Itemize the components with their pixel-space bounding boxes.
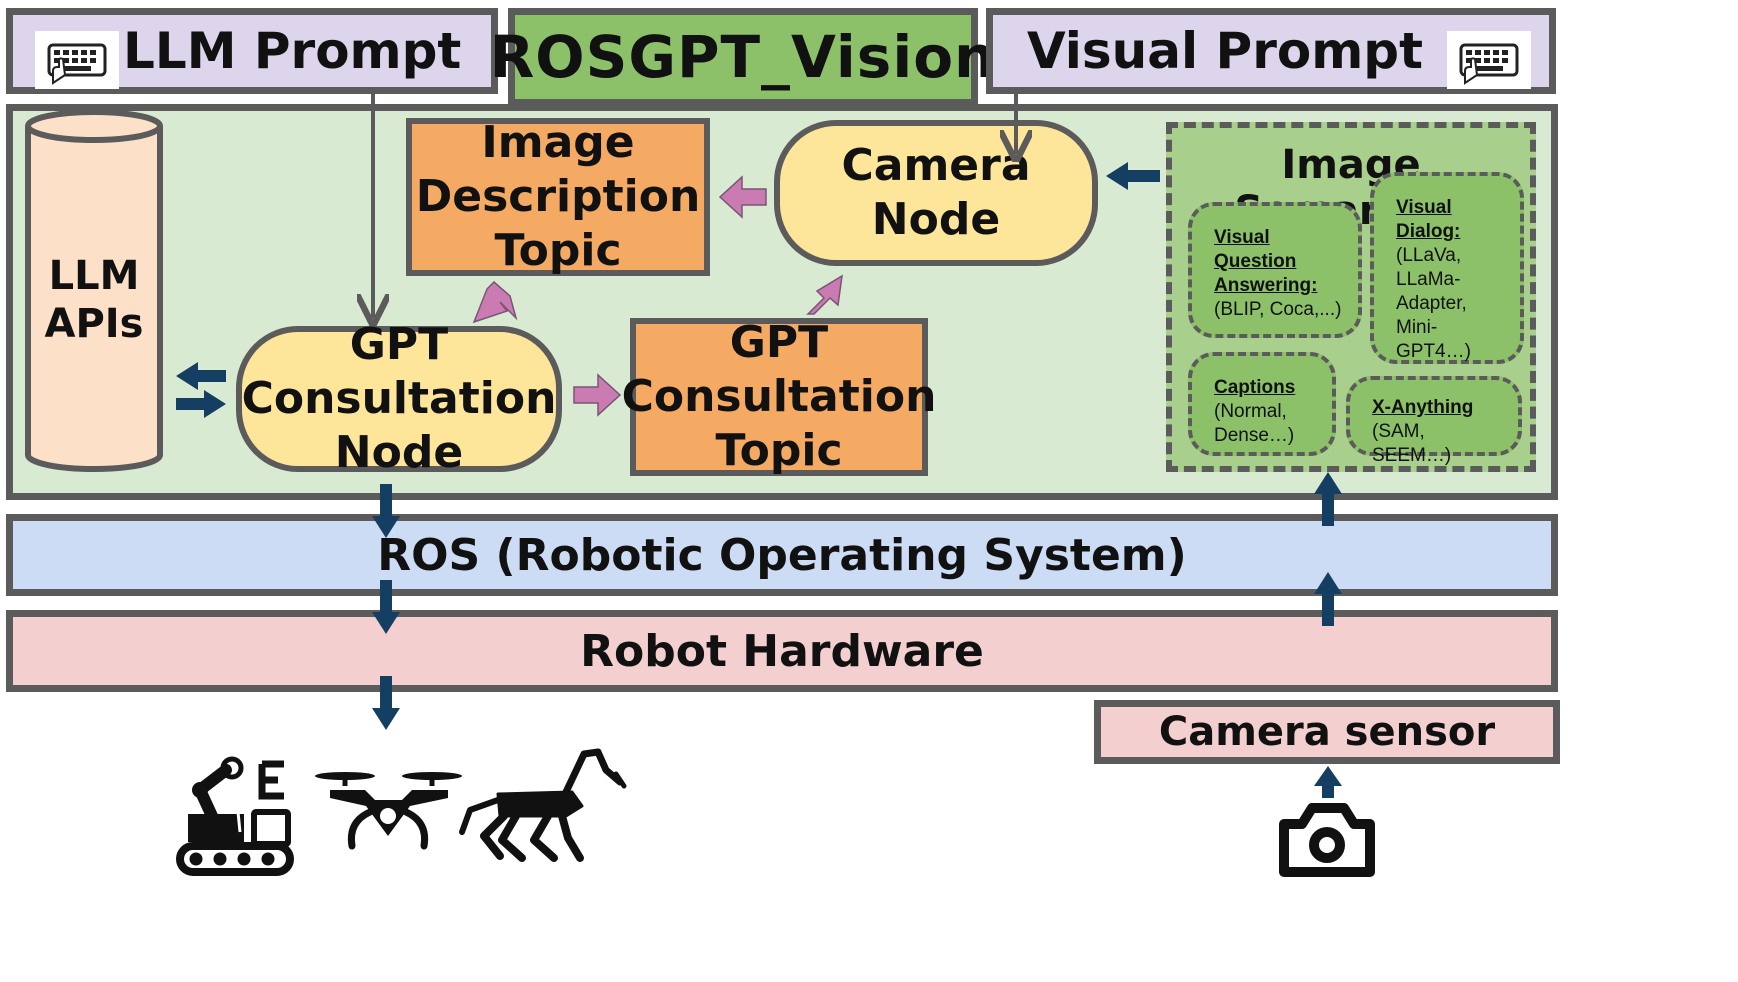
ros-layer-label: ROS (Robotic Operating System)	[377, 529, 1187, 581]
gct-line3: Topic	[715, 425, 843, 476]
gct-line2: Consultation	[621, 371, 937, 422]
hardware-to-ros-arrow	[1314, 572, 1342, 626]
camera-sensor-box: Camera sensor	[1094, 700, 1560, 764]
robot-dog-icon	[459, 748, 627, 862]
camera-sensor-label: Camera sensor	[1158, 709, 1496, 755]
vqa-box: Visual Question Answering: (BLIP, Coca,.…	[1188, 202, 1362, 338]
dialog-t2: LLaMa-	[1396, 269, 1461, 290]
llm-prompt-box: LLM Prompt	[6, 8, 498, 94]
camera-node-line1: Camera	[841, 140, 1031, 191]
keyboard-icon	[35, 31, 119, 89]
x-anything-box: X-Anything (SAM, SEEM…)	[1346, 376, 1522, 466]
ros-layer: ROS (Robotic Operating System)	[6, 514, 1558, 596]
semantics-to-camera-arrow	[1106, 162, 1160, 190]
captions-t1: (Normal,	[1214, 401, 1287, 422]
idt-line2: Description	[415, 171, 701, 222]
captions-box: Captions (Normal, Dense…)	[1188, 352, 1336, 456]
image-description-topic: Image Description Topic	[406, 117, 710, 276]
hardware-to-robots-arrow	[372, 676, 400, 730]
dialog-t1: (LLaVa,	[1396, 245, 1462, 266]
llm-prompt-label: LLM Prompt	[123, 22, 462, 80]
gcn-line1: GPT	[349, 319, 449, 370]
camera-to-description-arrow	[718, 175, 767, 219]
dialog-h1: Visual	[1396, 197, 1452, 218]
topic-to-camera-arrow	[806, 274, 843, 315]
captions-t2: Dense…)	[1214, 425, 1295, 446]
camera-node: Camera Node	[774, 120, 1098, 266]
vqa-h1: Visual	[1214, 227, 1270, 248]
llm-apis-line1: LLM	[48, 253, 140, 299]
visual-prompt-label: Visual Prompt	[1026, 22, 1423, 80]
gcn-line3: Node	[334, 427, 464, 478]
camera-to-sensor-arrow	[1314, 766, 1342, 798]
vqa-h3: Answering:	[1214, 275, 1318, 296]
ros-to-semantics-arrow	[1314, 472, 1342, 526]
idt-line1: Image	[481, 117, 635, 168]
gcn-line2: Consultation	[241, 373, 557, 424]
xanything-h1: X-Anything	[1372, 397, 1474, 418]
dialog-t3: Adapter,	[1396, 293, 1467, 314]
drone-icon	[315, 772, 462, 850]
camera-node-line2: Node	[871, 194, 1001, 245]
dialog-h2: Dialog:	[1396, 221, 1461, 242]
robot-hardware-label: Robot Hardware	[580, 625, 984, 677]
gpt-to-ros-arrow	[372, 484, 400, 538]
captions-h1: Captions	[1214, 377, 1296, 398]
xanything-t1: (SAM, SEEM…)	[1372, 421, 1452, 466]
vqa-h2: Question	[1214, 251, 1297, 272]
gpt-node-to-topic-arrow	[573, 373, 622, 417]
keyboard-icon	[1447, 31, 1531, 89]
visual-prompt-box: Visual Prompt	[986, 8, 1556, 94]
io-arrows	[176, 162, 1342, 798]
ros-to-hardware-arrow	[372, 580, 400, 634]
gpt-consultation-node: GPT Consultation Node	[236, 319, 562, 478]
gct-line1: GPT	[729, 317, 829, 368]
camera-icon	[1279, 803, 1375, 877]
description-to-gpt-node-arrow	[472, 280, 518, 324]
idt-line3: Topic	[494, 225, 622, 276]
dialog-t4: Mini-GPT4…)	[1396, 317, 1471, 362]
visual-dialog-box: Visual Dialog: (LLaVa, LLaMa- Adapter, M…	[1370, 172, 1524, 364]
llm-apis-label: LLM APIs	[28, 250, 160, 350]
gpt-to-llm-arrow	[176, 362, 226, 390]
image-semantics-panel: Image Semantics Visual Question Answerin…	[1166, 122, 1536, 472]
diagram-title: ROSGPT_Vision	[490, 8, 995, 106]
llm-to-gpt-arrow	[176, 390, 226, 418]
vqa-text: (BLIP, Coca,...)	[1214, 299, 1342, 320]
robot-hardware-layer: Robot Hardware	[6, 610, 1558, 692]
robot-arm-icon	[176, 756, 294, 876]
flow-arrows	[472, 175, 843, 417]
llm-apis-line2: APIs	[44, 301, 144, 347]
gpt-consultation-topic: GPT Consultation Topic	[622, 317, 936, 476]
title-text: ROSGPT_Vision	[489, 23, 997, 91]
